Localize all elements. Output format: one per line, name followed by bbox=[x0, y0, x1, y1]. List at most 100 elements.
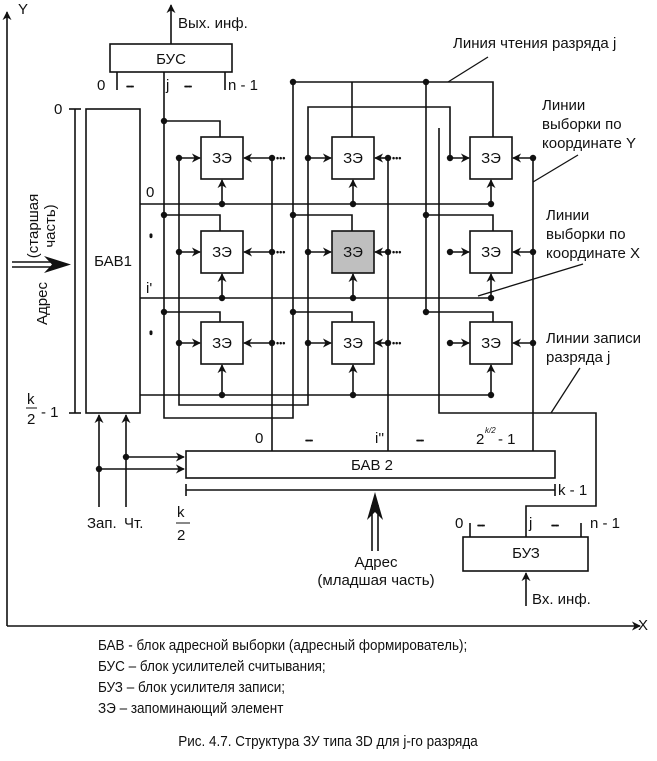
write-line-left-col0 bbox=[178, 106, 451, 406]
read-line-junction bbox=[422, 78, 430, 86]
bus-output-label: Вых. инф. bbox=[178, 15, 248, 32]
bav2-col-last-exp: k/2 bbox=[485, 426, 496, 435]
read-line-junction bbox=[160, 117, 168, 125]
bus-index-last: n - 1 bbox=[228, 77, 258, 94]
storage-cell-label: ЗЭ bbox=[481, 335, 501, 352]
junction-dot bbox=[487, 200, 495, 208]
storage-cell-label: ЗЭ bbox=[212, 150, 232, 167]
bav2-col-0: 0 bbox=[255, 430, 263, 447]
bav2-block bbox=[185, 450, 556, 479]
address-low-label: Адрес bbox=[355, 554, 398, 571]
storage-cell bbox=[200, 136, 244, 180]
row-label-0: 0 bbox=[146, 184, 154, 201]
read-line-right-row2 bbox=[426, 311, 494, 322]
storage-cell-label: ЗЭ bbox=[343, 244, 363, 261]
storage-cell bbox=[469, 136, 513, 180]
y-select-annotation-2: выборки по bbox=[542, 116, 622, 133]
x-select-annotation-3: координате X bbox=[546, 245, 640, 262]
read-line-junction bbox=[160, 308, 168, 316]
write-lines-annotation-1: Линии записи bbox=[546, 330, 641, 347]
buz-label: БУЗ bbox=[512, 545, 540, 562]
junction-dot bbox=[304, 248, 312, 256]
junction-dot bbox=[487, 391, 495, 399]
junction-dot bbox=[487, 294, 495, 302]
read-line-junction bbox=[422, 308, 430, 316]
y-select-annotation-1: Линии bbox=[542, 97, 585, 114]
address-high-sub-line1: (старшая bbox=[25, 194, 42, 258]
junction-dot bbox=[529, 154, 537, 162]
junction-dot bbox=[268, 248, 276, 256]
storage-cell-label: ЗЭ bbox=[343, 150, 363, 167]
bav1-range-start: 0 bbox=[54, 101, 62, 118]
bav2-range-start-den: 2 bbox=[177, 527, 185, 544]
junction-read bbox=[122, 453, 130, 461]
read-line-top bbox=[292, 81, 494, 391]
buz-block bbox=[462, 536, 589, 572]
junction-dot bbox=[446, 339, 454, 347]
storage-cell bbox=[200, 230, 244, 274]
figure-caption: Рис. 4.7. Структура ЗУ типа 3D для j-го … bbox=[0, 734, 657, 750]
bus-index-j: j bbox=[165, 77, 169, 94]
read-line-mid-left-row2 bbox=[164, 311, 221, 322]
read-line-junction bbox=[289, 308, 297, 316]
junction-dot bbox=[349, 200, 357, 208]
storage-cell bbox=[200, 321, 244, 365]
junction-dot bbox=[218, 294, 226, 302]
buz-index-last: n - 1 bbox=[590, 515, 620, 532]
read-line-leader bbox=[447, 56, 489, 83]
legend: БАВ - блок адресной выборки (адресный фо… bbox=[98, 636, 467, 720]
address-high-input-arrow bbox=[44, 256, 71, 273]
junction-dot bbox=[446, 154, 454, 162]
row-label-i: i' bbox=[146, 280, 152, 297]
junction-dot bbox=[529, 339, 537, 347]
read-line-mid-center-row2 bbox=[293, 311, 353, 322]
bav2-col-last-suffix: - 1 bbox=[498, 431, 516, 448]
junction-dot bbox=[175, 248, 183, 256]
write-lines-annotation-2: разряда j bbox=[546, 349, 610, 366]
storage-cell bbox=[331, 136, 375, 180]
bus-dots-1: ••••• bbox=[126, 84, 135, 91]
address-low-sub: (младшая часть) bbox=[317, 572, 434, 589]
junction-dot bbox=[218, 200, 226, 208]
bus-index-0: 0 bbox=[97, 77, 105, 94]
legend-item-bus: БУС – блок усилителей считывания; bbox=[98, 659, 326, 675]
storage-cell bbox=[469, 321, 513, 365]
junction-dot bbox=[175, 339, 183, 347]
read-line-junction bbox=[160, 211, 168, 219]
buz-index-j: j bbox=[528, 515, 532, 532]
junction-dot bbox=[384, 248, 392, 256]
storage-cell-label: ЗЭ bbox=[343, 335, 363, 352]
y-select-annotation-3: координате Y bbox=[542, 135, 636, 152]
junction-dot bbox=[384, 154, 392, 162]
read-line-mid-left bbox=[164, 120, 221, 137]
read-line-junction bbox=[289, 211, 297, 219]
x-axis-label: X bbox=[638, 617, 648, 634]
bav1-range-end-den: 2 bbox=[27, 411, 35, 428]
read-line-mid-left-row1 bbox=[164, 214, 221, 231]
storage-cell-selected bbox=[331, 230, 375, 274]
bav2-col-last-base: 2 bbox=[476, 431, 484, 448]
row-dots-2: ••••• bbox=[145, 330, 156, 336]
x-select-annotation-2: выборки по bbox=[546, 226, 626, 243]
storage-cell-label: ЗЭ bbox=[481, 150, 501, 167]
bav2-range-end: k - 1 bbox=[558, 482, 587, 499]
bav2-col-i: i'' bbox=[375, 430, 384, 447]
storage-cell-label: ЗЭ bbox=[481, 244, 501, 261]
column-ellipsis: ••• bbox=[392, 153, 401, 163]
junction-dot bbox=[349, 391, 357, 399]
column-ellipsis: ••• bbox=[276, 338, 285, 348]
column-ellipsis: ••• bbox=[276, 247, 285, 257]
read-label: Чт. bbox=[124, 515, 143, 532]
bav1-range-end-num: k bbox=[27, 391, 35, 408]
address-high-sub-line2: часть) bbox=[42, 204, 59, 247]
junction-write bbox=[95, 465, 103, 473]
read-line-bottom-loop bbox=[163, 391, 294, 419]
x-select-leader bbox=[477, 263, 584, 297]
bus-label: БУС bbox=[156, 51, 186, 68]
junction-dot bbox=[304, 339, 312, 347]
row-dots-1: ••••• bbox=[145, 233, 156, 239]
storage-cell-label: ЗЭ bbox=[212, 244, 232, 261]
junction-dot bbox=[349, 294, 357, 302]
storage-cell-label: ЗЭ bbox=[212, 335, 232, 352]
